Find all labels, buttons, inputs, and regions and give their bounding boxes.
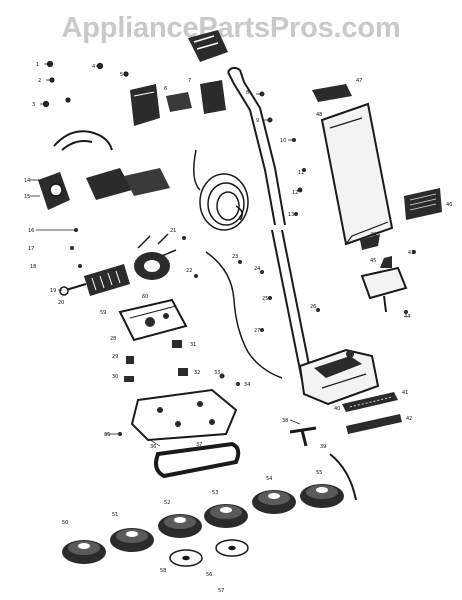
scrub-brush-4[interactable] — [204, 504, 248, 528]
callout-label: 47 — [356, 78, 362, 84]
callout-label: 21 — [170, 228, 176, 234]
callout-label: 3 — [32, 102, 35, 108]
bag-top-clip[interactable] — [312, 84, 352, 102]
callout-label: 57 — [218, 588, 224, 594]
callout-label: 45 — [370, 258, 376, 264]
callout-label: 25 — [262, 296, 268, 302]
callout-label: 51 — [112, 512, 118, 518]
cord-hook[interactable] — [329, 453, 357, 501]
callout-label: 28 — [110, 336, 116, 342]
callout-label: 44 — [404, 314, 410, 320]
callout-label: 32 — [194, 370, 200, 376]
callout-label: 46 — [446, 202, 452, 208]
callout-label: 55 — [316, 470, 322, 476]
callout-label: 38 — [282, 418, 288, 424]
callout-label: 24 — [254, 266, 260, 272]
callout-label: 34 — [244, 382, 250, 388]
switch-plate[interactable] — [166, 80, 226, 114]
leader-lines — [30, 63, 301, 447]
callout-label: 59 — [100, 310, 106, 316]
instruction-label-plate[interactable] — [404, 188, 442, 220]
scrub-brush-3[interactable] — [158, 514, 202, 538]
callout-label: 4 — [92, 64, 95, 70]
callout-label: 52 — [164, 500, 170, 506]
belt-guard-t[interactable] — [289, 426, 317, 447]
callout-label: 8 — [246, 90, 249, 96]
callout-label: 13 — [288, 212, 294, 218]
callout-label: 37 — [196, 442, 202, 448]
callout-label: 33 — [214, 370, 220, 376]
callout-label: 19 — [50, 288, 56, 294]
callout-label: 50 — [62, 520, 68, 526]
callout-label: 16 — [28, 228, 34, 234]
callout-label: 18 — [30, 264, 36, 270]
callout-label: 20 — [58, 300, 64, 306]
bristle-strip[interactable] — [342, 392, 402, 434]
callout-label: 12 — [292, 190, 298, 196]
callout-label: 54 — [266, 476, 272, 482]
motor-armature[interactable] — [59, 264, 130, 296]
callout-labels: 1 2 3 4 5 6 7 8 9 10 11 12 13 14 15 16 1… — [24, 62, 452, 594]
wheel-bracket-left[interactable] — [38, 172, 70, 210]
callout-label: 29 — [112, 354, 118, 360]
callout-label: 14 — [24, 178, 30, 184]
upper-handle-tube[interactable] — [227, 66, 286, 226]
callout-label: 56 — [206, 572, 212, 578]
callout-label: 1 — [36, 62, 39, 68]
callout-label: 6 — [164, 86, 167, 92]
callout-label: 17 — [28, 246, 34, 252]
callout-label: 9 — [256, 118, 259, 124]
callout-label: 49 — [370, 232, 376, 238]
motor-cover-bracket[interactable] — [130, 84, 160, 126]
callout-label: 26 — [310, 304, 316, 310]
callout-label: 31 — [190, 342, 196, 348]
callout-label: 27 — [254, 328, 260, 334]
cord-strain-relief[interactable] — [205, 251, 283, 379]
callout-label: 60 — [142, 294, 148, 300]
bag-housing[interactable] — [320, 102, 394, 250]
swivel-bracket[interactable] — [360, 256, 408, 313]
polish-brush-2[interactable] — [300, 484, 344, 508]
callout-label: 5 — [120, 72, 123, 78]
base-plate[interactable] — [130, 388, 238, 442]
callout-label: 40 — [334, 406, 340, 412]
callout-label: 10 — [280, 138, 286, 144]
callout-label: 30 — [112, 374, 118, 380]
callout-label: 22 — [186, 268, 192, 274]
motor-field-coil[interactable] — [134, 233, 177, 280]
callout-label: 58 — [160, 568, 166, 574]
bumper-clip[interactable] — [53, 130, 113, 151]
wheel-axle-housing[interactable] — [86, 168, 170, 200]
brush-holders[interactable] — [124, 340, 188, 382]
handle-grip[interactable] — [188, 30, 228, 62]
callout-label: 35 — [104, 432, 110, 438]
callout-label: 7 — [188, 78, 191, 84]
callout-label: 36 — [150, 444, 156, 450]
gear-box-cover[interactable] — [298, 348, 380, 406]
callout-label: 2 — [38, 78, 41, 84]
felt-pads[interactable] — [169, 539, 249, 567]
hardware-screws-upper-left — [42, 60, 129, 108]
callout-label: 39 — [320, 444, 326, 450]
scrub-brush-1[interactable] — [62, 540, 106, 564]
callout-label: 42 — [406, 416, 412, 422]
lower-handle-tube[interactable] — [271, 229, 313, 381]
drive-belt[interactable] — [154, 441, 241, 479]
callout-label: 41 — [402, 390, 408, 396]
callout-label: 43 — [408, 250, 414, 256]
callout-label: 48 — [316, 112, 322, 118]
callout-label: 23 — [232, 254, 238, 260]
power-cord-coil[interactable] — [193, 149, 249, 231]
callout-label: 11 — [298, 170, 304, 176]
callout-label: 15 — [24, 194, 30, 200]
hardware-misc — [70, 91, 416, 436]
callout-label: 53 — [212, 490, 218, 496]
scrub-brush-2[interactable] — [110, 528, 154, 552]
fan-housing[interactable] — [118, 298, 188, 342]
polish-brush-1[interactable] — [252, 490, 296, 514]
watermark-text: AppliancePartsPros.com — [61, 12, 401, 44]
